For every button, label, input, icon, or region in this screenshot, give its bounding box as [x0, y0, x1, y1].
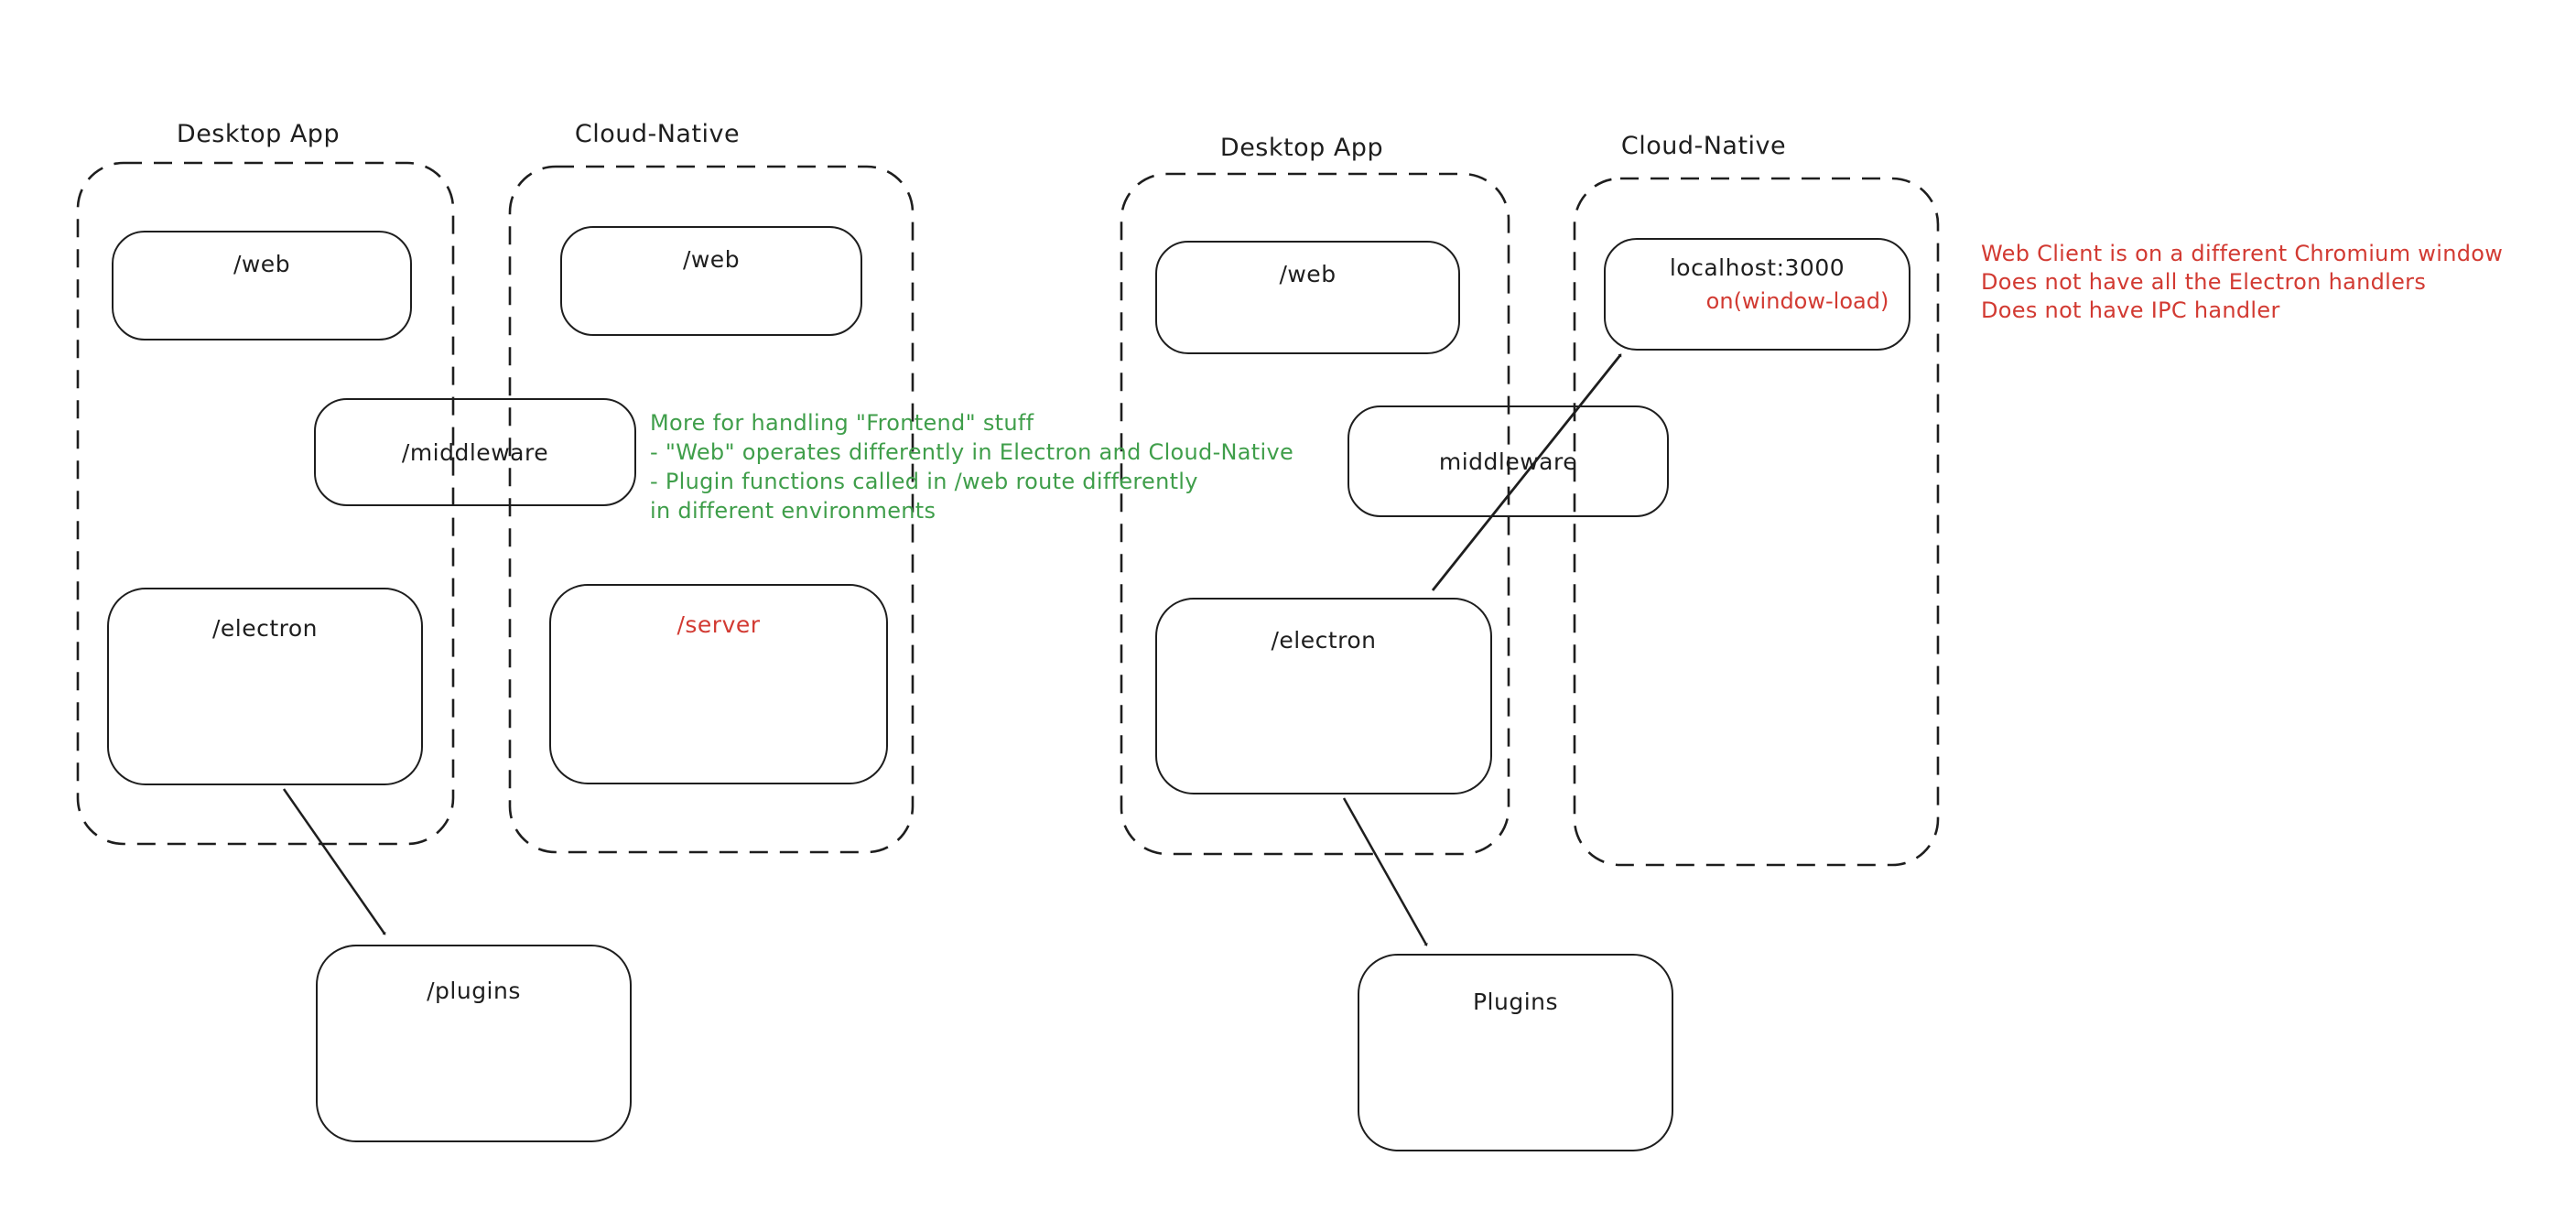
- note-red-line-3: Does not have IPC handler: [1981, 297, 2280, 323]
- box-middleware-left[interactable]: /middleware: [314, 398, 636, 506]
- box-middleware-right-label: middleware: [1438, 448, 1578, 475]
- box-electron-left[interactable]: /electron: [107, 588, 423, 785]
- note-green-line-1: More for handling "Frontend" stuff: [650, 410, 1034, 436]
- note-red-line-2: Does not have all the Electron handlers: [1981, 269, 2427, 295]
- group-label-cloud-native-left: Cloud-Native: [574, 120, 741, 148]
- box-electron-right-label: /electron: [1271, 627, 1377, 654]
- box-web-desktop-left[interactable]: /web: [112, 231, 412, 340]
- note-green-line-2: - "Web" operates differently in Electron…: [650, 439, 1294, 465]
- group-label-cloud-native-right: Cloud-Native: [1620, 132, 1787, 160]
- box-localhost-3000[interactable]: localhost:3000 on(window-load): [1604, 238, 1910, 351]
- box-plugins-left-label: /plugins: [427, 978, 521, 1004]
- box-server-left-label: /server: [676, 611, 761, 638]
- group-label-desktop-app-right: Desktop App: [1219, 134, 1384, 162]
- note-green-frontend[interactable]: More for handling "Frontend" stuff - "Web…: [650, 408, 1293, 525]
- box-plugins-right-label: Plugins: [1472, 989, 1559, 1015]
- group-label-desktop-app-left: Desktop App: [176, 120, 341, 148]
- box-web-desktop-left-label: /web: [233, 251, 291, 277]
- arrow-electron-to-plugins-left[interactable]: [282, 788, 384, 934]
- box-web-right-label: /web: [1279, 261, 1337, 287]
- box-middleware-left-label: /middleware: [401, 438, 549, 466]
- box-web-cloud-left[interactable]: /web: [560, 226, 862, 336]
- note-green-line-4: in different environments: [650, 498, 936, 524]
- box-web-right[interactable]: /web: [1155, 241, 1460, 354]
- box-plugins-left[interactable]: /plugins: [316, 945, 632, 1142]
- box-server-left[interactable]: /server: [549, 584, 888, 784]
- note-red-line-1: Web Client is on a different Chromium wi…: [1981, 241, 2504, 266]
- box-electron-right[interactable]: /electron: [1155, 598, 1492, 794]
- box-electron-left-label: /electron: [211, 615, 319, 642]
- box-middleware-right[interactable]: middleware: [1348, 405, 1669, 517]
- note-green-line-3: - Plugin functions called in /web route …: [650, 469, 1198, 494]
- note-red-web-client[interactable]: Web Client is on a different Chromium wi…: [1981, 240, 2503, 325]
- box-web-cloud-left-label: /web: [682, 246, 741, 273]
- box-localhost-3000-label: localhost:3000: [1669, 254, 1845, 281]
- arrow-electron-to-plugins-right[interactable]: [1342, 797, 1426, 945]
- box-plugins-right[interactable]: Plugins: [1358, 954, 1673, 1151]
- on-window-load-label: on(window-load): [1705, 288, 1889, 314]
